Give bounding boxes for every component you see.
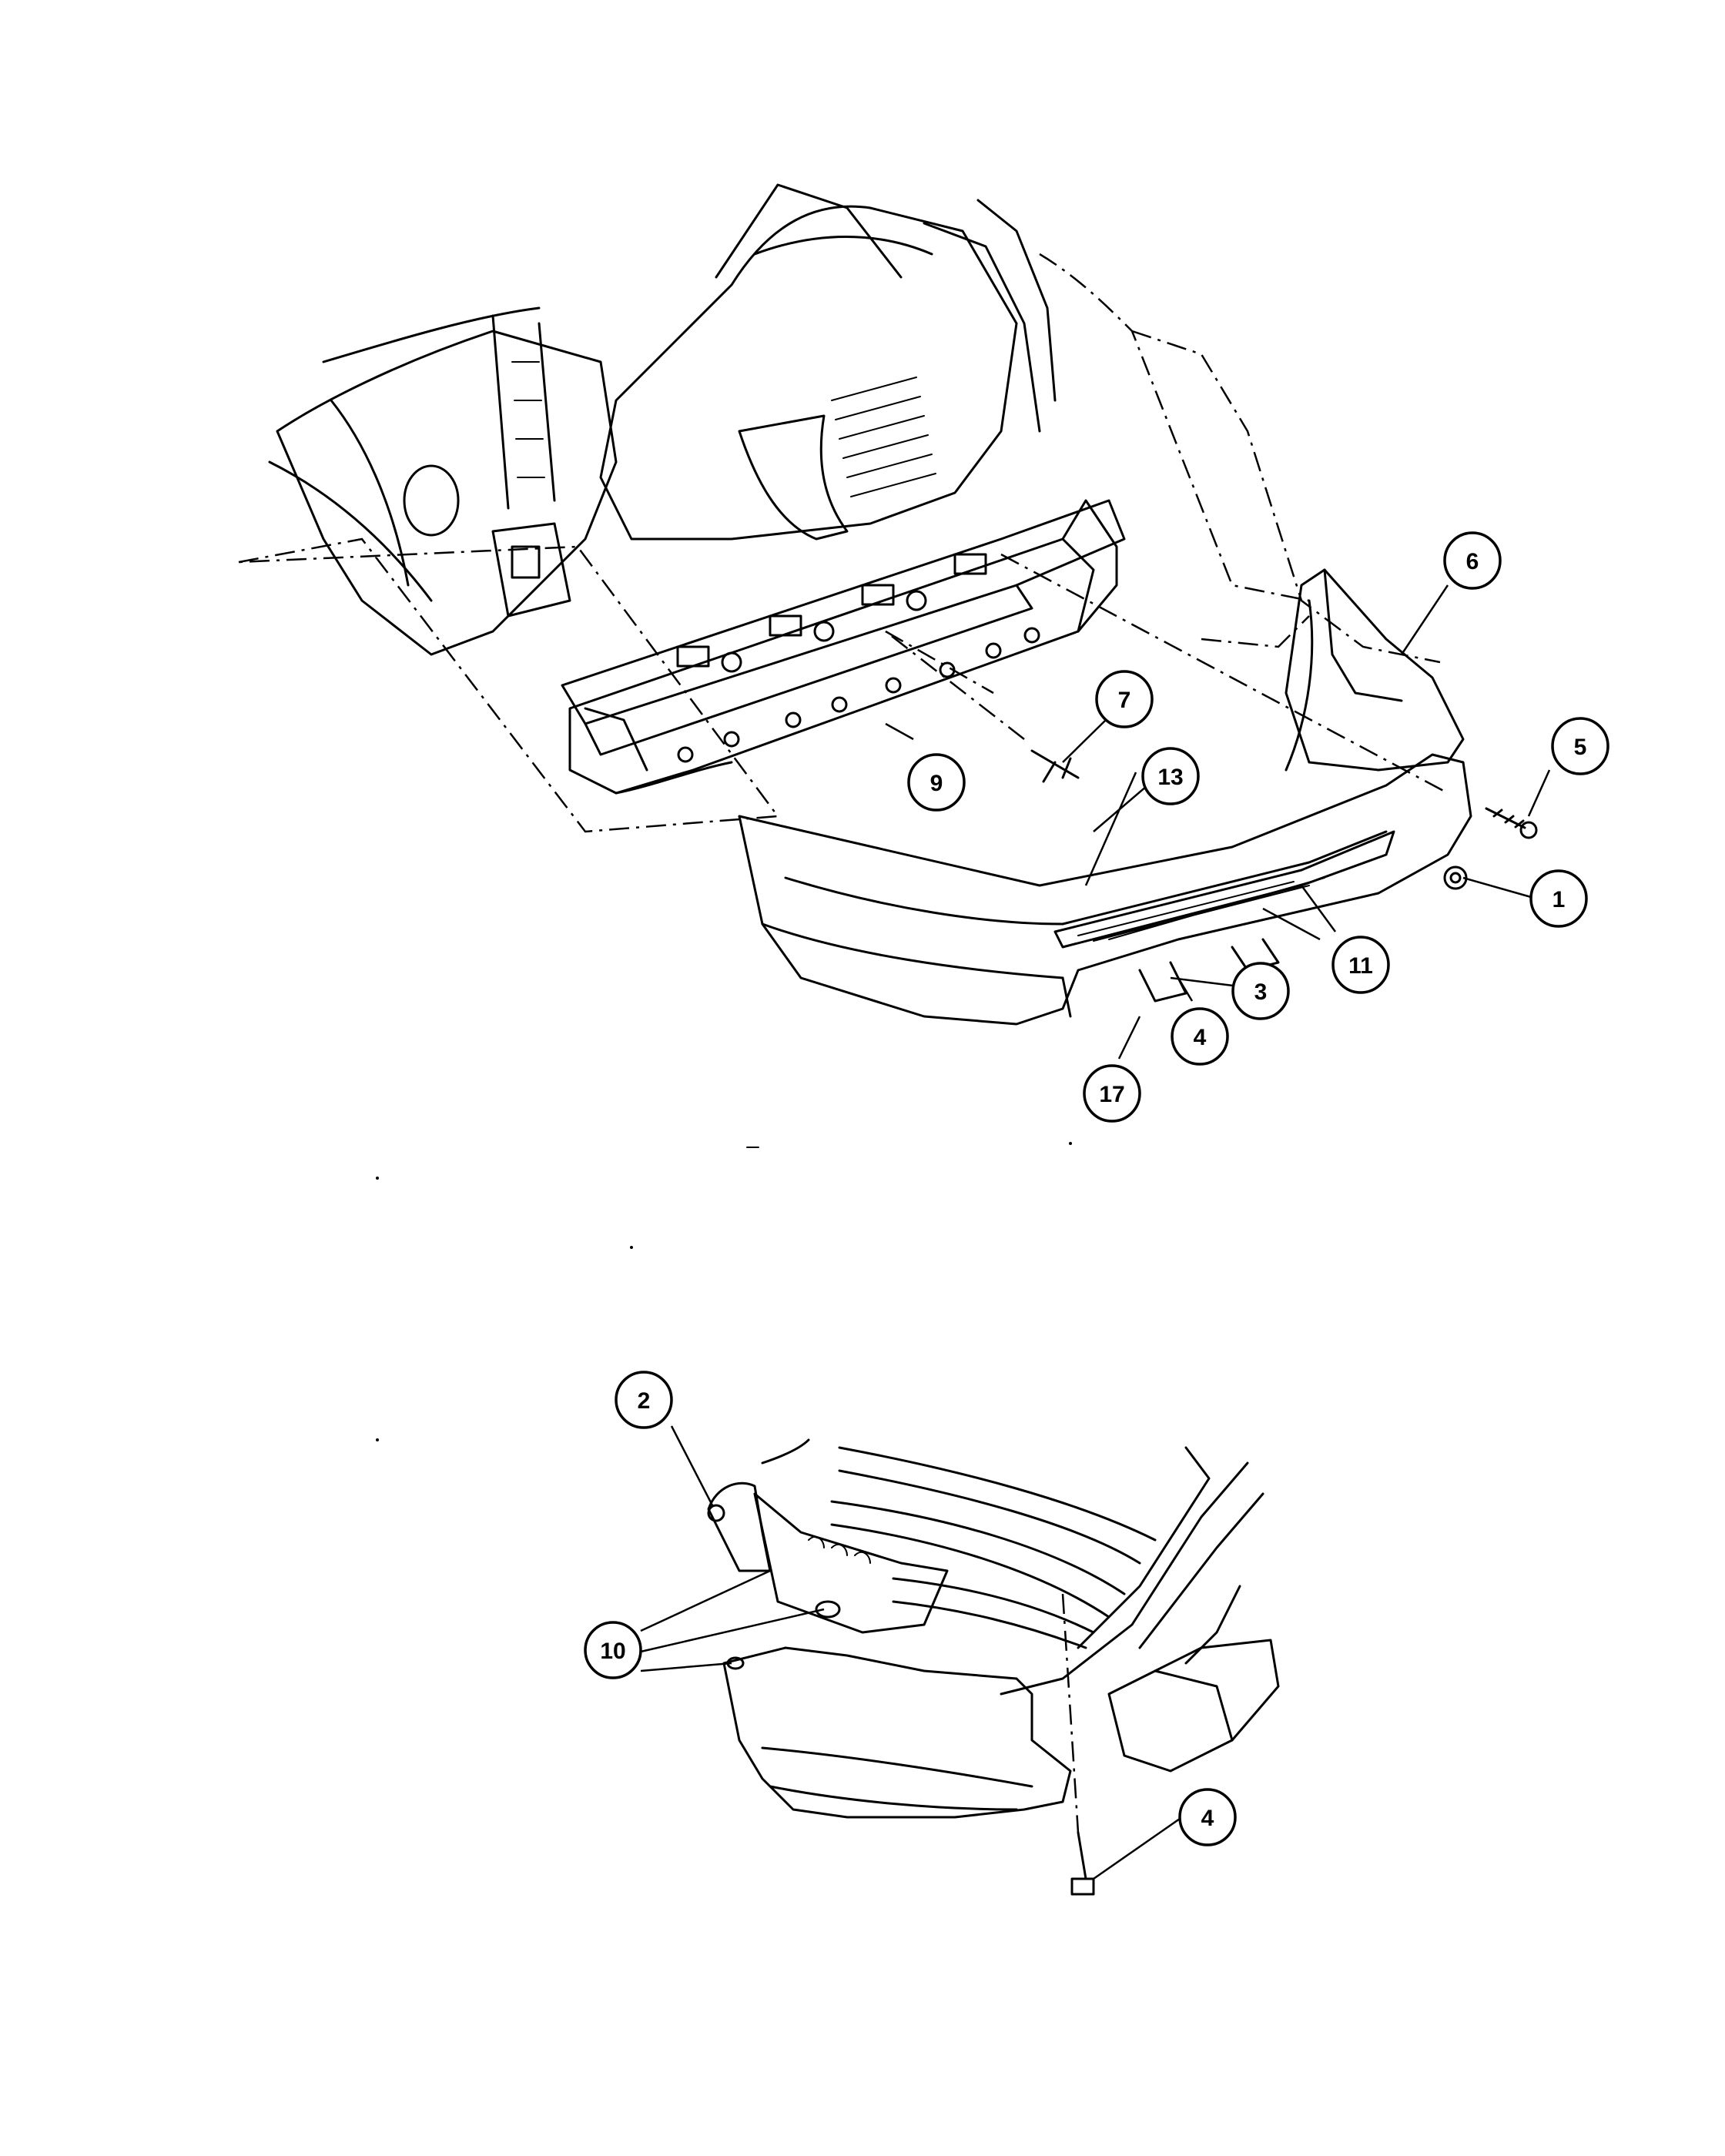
callout-3: 3 — [1231, 962, 1290, 1020]
svg-text:4: 4 — [1201, 1806, 1214, 1831]
callout-17: 17 — [1083, 1064, 1141, 1123]
callout-9: 9 — [907, 753, 966, 812]
callout-11: 11 — [1331, 936, 1390, 994]
callout-7: 7 — [1095, 670, 1154, 728]
assembly-lines — [238, 253, 1449, 833]
callout-2: 2 — [615, 1371, 673, 1429]
callout-5: 5 — [1551, 717, 1609, 775]
lower-detail-view — [707, 1438, 1280, 1896]
svg-text:2: 2 — [638, 1388, 651, 1414]
svg-text:1: 1 — [1552, 887, 1566, 912]
svg-text:9: 9 — [930, 771, 943, 796]
callout-6: 6 — [1443, 531, 1502, 590]
bumper-support-bracket — [568, 499, 1118, 795]
svg-text:11: 11 — [1348, 953, 1373, 979]
svg-text:7: 7 — [1118, 688, 1131, 713]
stray-marks — [376, 1142, 1072, 1441]
bumper-fascia — [738, 568, 1472, 1026]
svg-text:4: 4 — [1194, 1025, 1207, 1050]
svg-text:5: 5 — [1574, 735, 1587, 760]
callout-1: 1 — [1529, 869, 1588, 928]
svg-text:13: 13 — [1157, 765, 1183, 790]
vehicle-rear-body — [268, 183, 1126, 756]
svg-text:17: 17 — [1099, 1082, 1124, 1107]
callout-4-upper: 4 — [1171, 1007, 1229, 1066]
callout-13: 13 — [1141, 747, 1200, 805]
callout-4-lower: 4 — [1178, 1788, 1237, 1846]
callout-10: 10 — [584, 1621, 642, 1679]
svg-text:6: 6 — [1466, 549, 1479, 574]
svg-text:10: 10 — [600, 1639, 625, 1664]
leader-lines — [640, 584, 1551, 1880]
svg-text:3: 3 — [1254, 979, 1268, 1005]
